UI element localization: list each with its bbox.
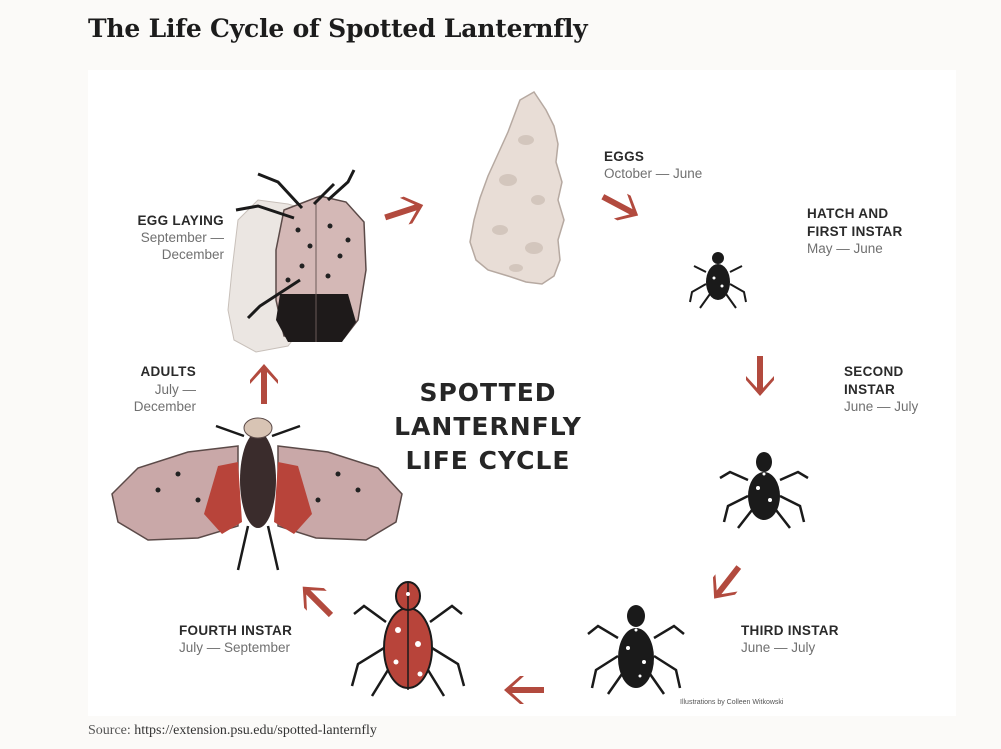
life-cycle-diagram: SPOTTED LANTERNFLY LIFE CYCLE [88,70,956,716]
egg-laying-adult-illustration [227,169,367,353]
stage-name: FOURTH INSTAR [179,623,292,638]
stage-name: INSTAR [844,382,895,397]
diagram-canvas: SPOTTED LANTERNFLY LIFE CYCLE [111,91,919,706]
third-instar-illustration [587,605,685,695]
stage-fourth-instar-label: FOURTH INSTAR July — September [179,623,292,655]
cycle-arrow-5 [504,676,544,704]
stage-dates: December [134,399,197,414]
center-title-line-2: LANTERNFLY [394,412,582,441]
first-instar-illustration [689,252,747,309]
cycle-arrow-2 [601,193,639,221]
cycle-arrow-7 [250,364,278,404]
second-instar-illustration [719,452,809,529]
stage-dates: October — June [604,166,702,181]
cycle-arrow-3 [746,356,774,396]
stage-name: ADULTS [140,364,196,379]
source-line: Source: https://extension.psu.edu/spotte… [88,723,377,739]
cycle-arrow-4 [712,565,742,599]
egg-mass-illustration [469,91,565,285]
stage-dates: May — June [807,241,883,256]
stage-adults-label: ADULTS July — December [134,364,197,414]
stage-name: SECOND [844,364,904,379]
stage-dates: September — [141,230,225,245]
stage-name: THIRD INSTAR [741,623,839,638]
center-title-line-1: SPOTTED [419,378,556,407]
stage-name: EGG LAYING [137,213,224,228]
cycle-arrow-6 [302,586,334,618]
stage-eggs-label: EGGS October — June [604,149,702,181]
stage-dates: June — July [741,640,816,655]
stage-dates: July — [155,382,197,397]
stage-dates: December [162,247,225,262]
stage-first-instar-label: HATCH AND FIRST INSTAR May — June [807,206,903,256]
cycle-arrow-1 [384,196,424,225]
page-title: The Life Cycle of Spotted Lanternfly [88,14,588,43]
stage-name: EGGS [604,149,644,164]
stage-second-instar-label: SECOND INSTAR June — July [844,364,919,414]
center-title-line-3: LIFE CYCLE [405,446,570,475]
stage-name: HATCH AND [807,206,888,221]
stage-third-instar-label: THIRD INSTAR June — July [741,623,839,655]
stage-egg-laying-label: EGG LAYING September — December [137,213,224,262]
stage-dates: June — July [844,399,919,414]
source-url[interactable]: https://extension.psu.edu/spotted-lanter… [134,723,377,738]
source-label: Source: [88,723,131,738]
illustration-credit: Illustrations by Colleen Witkowski [680,699,784,706]
fourth-instar-illustration [350,581,466,697]
stage-name: FIRST INSTAR [807,224,903,239]
adult-illustration [111,417,403,571]
stage-dates: July — September [179,640,291,655]
